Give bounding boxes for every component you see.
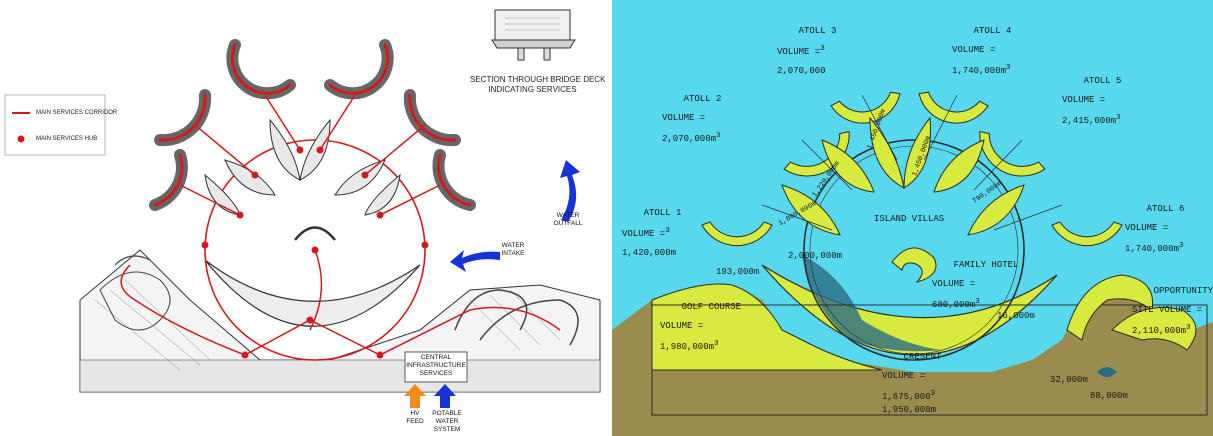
central-label-2: INFRASTRUCTURE [406, 362, 466, 369]
water-outfall-label-2: OUTFALL [553, 220, 583, 227]
hv-label-1: HV [410, 410, 420, 417]
potable-label-3: SYSTEM [433, 426, 461, 433]
potable-label-1: POTABLE [432, 410, 462, 417]
section-caption-line2: INDICATING SERVICES [488, 85, 577, 94]
central-label-1: CENTRAL [420, 354, 452, 361]
atoll-3-label: ATOLL 3 VOLUME =3 2,070,000 [777, 26, 837, 77]
volume-1950000: 1,950,000m [882, 405, 937, 415]
opportunity-site-label: OPPORTUNITY SITE VOLUME = 2,110,000m3 [1132, 286, 1213, 337]
golf-course-label: GOLF COURSE VOLUME = 1,980,000m3 [660, 302, 742, 353]
atoll-5-label: ATOLL 5 VOLUME = 2,415,000m3 [1062, 76, 1122, 127]
water-intake-label-2: INTAKE [501, 250, 525, 257]
atoll-2-label: ATOLL 2 VOLUME = 2,070,000m3 [662, 94, 722, 145]
services-plan-panel: MAIN SERVICES CORRIDOR MAIN SERVICES HUB… [0, 0, 605, 436]
volume-2000000: 2,000,000m [788, 251, 843, 261]
hv-label-2: FEED [406, 418, 424, 425]
volume-32000: 32,000m [1050, 375, 1088, 385]
crescent-label: CRESENT VOLUME = 1,675,0003 [882, 352, 942, 403]
legend-corridor-label: MAIN SERVICES CORRIDOR [36, 110, 118, 116]
legend-hub-label: MAIN SERVICES HUB [36, 136, 98, 142]
water-outfall-label-1: WATER [556, 212, 580, 219]
central-label-3: SERVICES [419, 370, 453, 377]
island-villas-label: ISLAND VILLAS [874, 214, 945, 224]
volume-16000: 16,000m [997, 311, 1035, 321]
section-caption-line1: SECTION THROUGH BRIDGE DECK [470, 75, 605, 84]
family-hotel-label: FAMILY HOTEL VOLUME = 680,000m3 [932, 260, 1019, 311]
volume-193000: 193,000m [716, 267, 760, 277]
volumes-plan-drawing [612, 91, 1213, 436]
potable-label-2: WATER [435, 418, 459, 425]
services-plan-drawing [4, 9, 601, 408]
volume-88000: 88,000m [1090, 391, 1128, 401]
atoll-4-label: ATOLL 4 VOLUME = 1,740,000m3 [952, 26, 1012, 77]
atoll-1-label: ATOLL 1 VOLUME =3 1,420,000m [622, 208, 682, 259]
atoll-6-label: ATOLL 6 VOLUME = 1,740,000m3 [1125, 204, 1185, 255]
water-intake-label-1: WATER [501, 242, 525, 249]
volumes-plan-panel: ATOLL 1 VOLUME =3 1,420,000m ATOLL 2 VOL… [612, 0, 1213, 436]
